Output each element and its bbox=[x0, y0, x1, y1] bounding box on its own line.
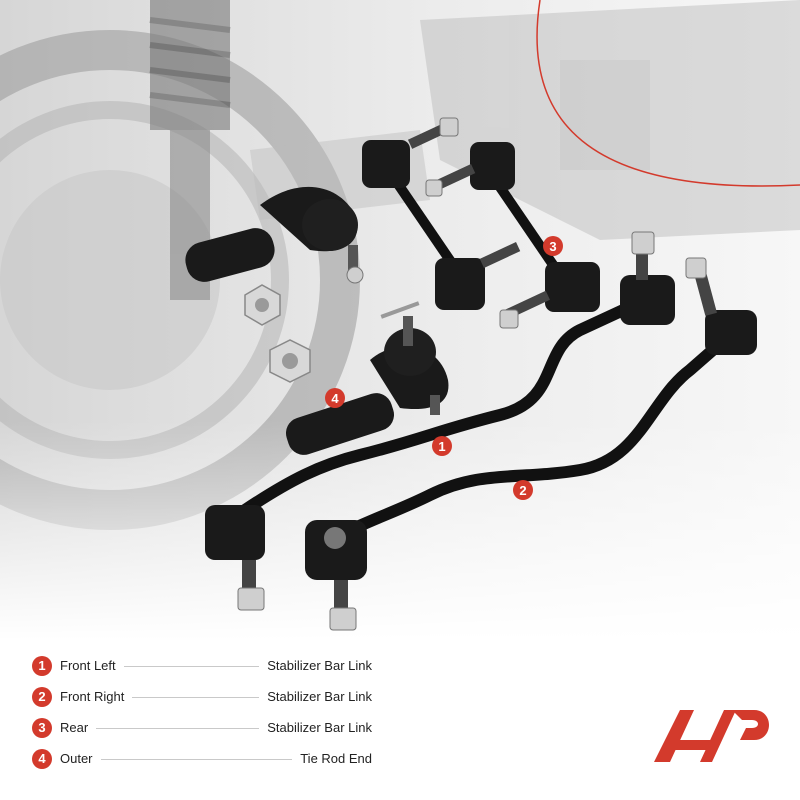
svg-text:3: 3 bbox=[549, 239, 556, 254]
svg-text:1: 1 bbox=[438, 439, 445, 454]
legend-part: Stabilizer Bar Link bbox=[267, 658, 372, 673]
stabilizer-link-front-right bbox=[305, 257, 757, 631]
legend-divider bbox=[96, 728, 260, 729]
legend-row-front-right: 2 Front Right Stabilizer Bar Link bbox=[32, 681, 372, 712]
legend-number: 4 bbox=[32, 748, 52, 769]
legend-position: Rear bbox=[60, 720, 89, 735]
hex-nut-1 bbox=[244, 284, 281, 326]
legend-part: Stabilizer Bar Link bbox=[267, 689, 372, 704]
suspension-parts-photo: 1 2 3 4 bbox=[0, 0, 800, 640]
legend-number: 3 bbox=[32, 717, 52, 738]
tie-rod-end-outer bbox=[285, 301, 449, 455]
callout-1: 1 bbox=[432, 436, 452, 456]
legend-row-front-left: 1 Front Left Stabilizer Bar Link bbox=[32, 650, 372, 681]
callout-3: 3 bbox=[543, 236, 563, 256]
svg-text:4: 4 bbox=[331, 391, 339, 406]
callout-4: 4 bbox=[325, 388, 345, 408]
stabilizer-link-rear bbox=[362, 117, 600, 329]
legend-row-rear: 3 Rear Stabilizer Bar Link bbox=[32, 712, 372, 743]
hex-nut-2 bbox=[269, 339, 311, 383]
legend-number: 2 bbox=[32, 686, 52, 707]
legend-number: 1 bbox=[32, 655, 52, 676]
legend-divider bbox=[123, 666, 260, 667]
legend-divider bbox=[100, 759, 293, 760]
legend-divider bbox=[132, 697, 260, 698]
callout-2: 2 bbox=[513, 480, 533, 500]
legend-row-outer: 4 Outer Tie Rod End bbox=[32, 743, 372, 774]
legend-part: Tie Rod End bbox=[300, 751, 372, 766]
brand-logo bbox=[654, 710, 769, 762]
accent-curve bbox=[536, 0, 800, 187]
legend-position: Front Right bbox=[60, 689, 125, 704]
svg-text:2: 2 bbox=[519, 483, 526, 498]
legend-part: Stabilizer Bar Link bbox=[267, 720, 372, 735]
legend-position: Outer bbox=[60, 751, 93, 766]
legend-position: Front Left bbox=[60, 658, 116, 673]
tie-rod-end-upper bbox=[185, 186, 364, 284]
stabilizer-link-front-left bbox=[205, 231, 675, 611]
parts-legend: 1 Front Left Stabilizer Bar Link 2 Front… bbox=[32, 650, 372, 774]
